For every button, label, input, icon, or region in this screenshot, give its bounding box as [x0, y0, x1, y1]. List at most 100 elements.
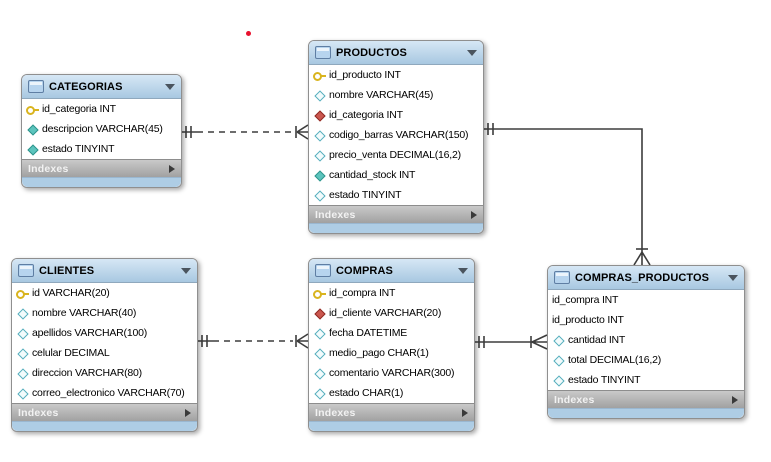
column-row: id_producto INT	[548, 310, 744, 330]
column-label: id_categoria INT	[42, 103, 116, 115]
open-diamond-icon	[552, 354, 565, 367]
relationship-compras-compras-productos[interactable]	[473, 334, 548, 350]
column-label: cantidad INT	[568, 334, 626, 346]
column-row: estado TINYINT	[22, 139, 181, 159]
column-row: medio_pago CHAR(1)	[309, 343, 474, 363]
fk-diamond-icon	[313, 109, 326, 122]
column-label: id_producto INT	[329, 69, 401, 81]
column-row: precio_venta DECIMAL(16,2)	[309, 145, 483, 165]
collapse-arrow-icon[interactable]	[728, 274, 738, 281]
indexes-label: Indexes	[315, 208, 356, 221]
table-compras-productos[interactable]: COMPRAS_PRODUCTOS id_compra INT id_produ…	[547, 265, 745, 419]
column-row: descripcion VARCHAR(45)	[22, 119, 181, 139]
table-productos[interactable]: PRODUCTOS id_producto INT nombre VARCHAR…	[308, 40, 484, 234]
column-label: nombre VARCHAR(40)	[32, 307, 137, 319]
table-bottom-strip	[548, 408, 744, 418]
expand-arrow-icon	[471, 210, 477, 219]
column-label: direccion VARCHAR(80)	[32, 367, 142, 379]
column-label: nombre VARCHAR(45)	[329, 89, 434, 101]
column-row: id VARCHAR(20)	[12, 283, 197, 303]
column-label: total DECIMAL(16,2)	[568, 354, 662, 366]
annotation-dot	[246, 31, 251, 36]
column-row: id_cliente VARCHAR(20)	[309, 303, 474, 323]
open-diamond-icon	[16, 387, 29, 400]
column-label: precio_venta DECIMAL(16,2)	[329, 149, 461, 161]
open-diamond-icon	[313, 189, 326, 202]
open-diamond-icon	[552, 374, 565, 387]
column-label: estado TINYINT	[568, 374, 641, 386]
collapse-arrow-icon[interactable]	[467, 49, 477, 56]
table-title: CATEGORIAS	[49, 80, 123, 93]
open-diamond-icon	[313, 149, 326, 162]
table-header[interactable]: COMPRAS	[309, 259, 474, 283]
table-clientes[interactable]: CLIENTES id VARCHAR(20) nombre VARCHAR(4…	[11, 258, 198, 432]
column-row: estado TINYINT	[309, 185, 483, 205]
relationship-productos-compras-productos[interactable]	[482, 123, 651, 266]
collapse-arrow-icon[interactable]	[458, 267, 468, 274]
indexes-footer[interactable]: Indexes	[548, 390, 744, 408]
indexes-label: Indexes	[28, 162, 69, 175]
table-title: PRODUCTOS	[336, 46, 407, 59]
indexes-footer[interactable]: Indexes	[309, 205, 483, 223]
table-bottom-strip	[12, 421, 197, 431]
key-icon	[26, 103, 39, 116]
table-title: COMPRAS	[336, 264, 393, 277]
table-compras[interactable]: COMPRAS id_compra INT id_cliente VARCHAR…	[308, 258, 475, 432]
table-header[interactable]: PRODUCTOS	[309, 41, 483, 65]
table-title: COMPRAS_PRODUCTOS	[575, 271, 710, 284]
column-row: fecha DATETIME	[309, 323, 474, 343]
table-icon	[554, 271, 570, 284]
column-row: id_compra INT	[548, 290, 744, 310]
indexes-label: Indexes	[315, 406, 356, 419]
open-diamond-icon	[313, 129, 326, 142]
column-row: cantidad INT	[548, 330, 744, 350]
open-diamond-icon	[16, 307, 29, 320]
column-row: id_categoria INT	[22, 99, 181, 119]
key-icon	[313, 69, 326, 82]
filled-diamond-icon	[26, 143, 39, 156]
table-categorias[interactable]: CATEGORIAS id_categoria INT descripcion …	[21, 74, 182, 188]
relationship-categorias-productos[interactable]	[180, 124, 309, 140]
column-row: correo_electronico VARCHAR(70)	[12, 383, 197, 403]
key-icon	[16, 287, 29, 300]
column-row: nombre VARCHAR(40)	[12, 303, 197, 323]
table-icon	[28, 80, 44, 93]
column-row: estado CHAR(1)	[309, 383, 474, 403]
column-label: id VARCHAR(20)	[32, 287, 110, 299]
collapse-arrow-icon[interactable]	[181, 267, 191, 274]
indexes-footer[interactable]: Indexes	[22, 159, 181, 177]
column-row: id_producto INT	[309, 65, 483, 85]
open-diamond-icon	[313, 327, 326, 340]
relationship-clientes-compras[interactable]	[196, 333, 309, 349]
column-label: estado TINYINT	[329, 189, 402, 201]
column-label: correo_electronico VARCHAR(70)	[32, 387, 185, 399]
column-label: id_compra INT	[329, 287, 396, 299]
table-header[interactable]: COMPRAS_PRODUCTOS	[548, 266, 744, 290]
collapse-arrow-icon[interactable]	[165, 83, 175, 90]
table-bottom-strip	[309, 421, 474, 431]
table-bottom-strip	[309, 223, 483, 233]
column-label: celular DECIMAL	[32, 347, 110, 359]
column-label: descripcion VARCHAR(45)	[42, 123, 163, 135]
table-header[interactable]: CLIENTES	[12, 259, 197, 283]
open-diamond-icon	[313, 367, 326, 380]
column-label: codigo_barras VARCHAR(150)	[329, 129, 469, 141]
indexes-footer[interactable]: Indexes	[12, 403, 197, 421]
fk-diamond-icon	[313, 307, 326, 320]
column-row: cantidad_stock INT	[309, 165, 483, 185]
indexes-label: Indexes	[18, 406, 59, 419]
column-row: direccion VARCHAR(80)	[12, 363, 197, 383]
column-row: celular DECIMAL	[12, 343, 197, 363]
filled-diamond-icon	[313, 169, 326, 182]
expand-arrow-icon	[732, 395, 738, 404]
open-diamond-icon	[16, 347, 29, 360]
indexes-footer[interactable]: Indexes	[309, 403, 474, 421]
column-label: id_cliente VARCHAR(20)	[329, 307, 442, 319]
column-label: id_compra INT	[552, 294, 619, 306]
expand-arrow-icon	[169, 164, 175, 173]
column-label: estado TINYINT	[42, 143, 115, 155]
column-row: estado TINYINT	[548, 370, 744, 390]
table-header[interactable]: CATEGORIAS	[22, 75, 181, 99]
